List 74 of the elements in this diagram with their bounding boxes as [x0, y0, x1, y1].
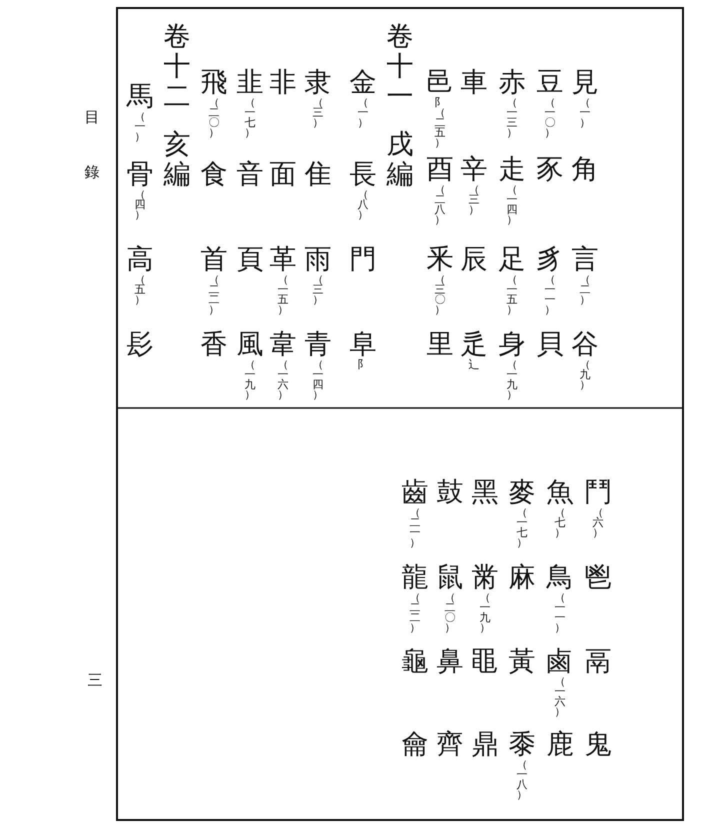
radical-entry: 齒（二一） — [401, 478, 429, 548]
radical-entry: 赤（一三） — [498, 68, 526, 138]
radical-entry: 里 — [426, 330, 454, 360]
radical-entry: 隶（三） — [304, 68, 332, 128]
radical-entry: 鼎 — [471, 730, 499, 760]
radical-entry: 邑阝（二五） — [426, 68, 454, 148]
radical-entry: 非 — [269, 68, 297, 98]
radical-entry: 辰 — [460, 245, 488, 275]
page-number: 三 — [87, 670, 103, 691]
radical-entry: 青（一四） — [304, 330, 332, 400]
radical-entry: 門 — [349, 245, 377, 275]
radical-entry: 釆（三〇） — [426, 245, 454, 315]
radical-entry: 骨（四） — [126, 160, 154, 220]
running-head: 目錄 — [84, 107, 100, 183]
radical-entry: 鳥（一一） — [546, 563, 574, 633]
radical-entry: 首（二二） — [200, 245, 228, 315]
radical-entry: 鼻 — [436, 647, 464, 677]
radical-entry: 角 — [571, 155, 599, 185]
radical-entry: 見（一） — [571, 68, 599, 128]
radical-entry: 雨（三） — [304, 245, 332, 305]
radical-entry: 豕 — [536, 155, 564, 185]
radical-entry: 食 — [200, 160, 228, 190]
radical-entry: 鼓 — [436, 478, 464, 508]
radical-entry: 麻 — [508, 563, 536, 593]
radical-entry: 黑 — [471, 478, 499, 508]
radical-entry: 隹 — [304, 160, 332, 190]
radical-entry: 頁 — [236, 245, 264, 275]
radical-entry: 革（一五） — [269, 245, 297, 315]
radical-entry: 黃 — [508, 647, 536, 677]
radical-entry: 辵辶 — [460, 330, 488, 370]
radical-entry: 鬲 — [584, 647, 612, 677]
radical-entry: 龠 — [401, 730, 429, 760]
radical-entry: 魚（七） — [546, 478, 574, 538]
radical-entry: 阜阝 — [349, 330, 377, 370]
radical-entry: 身（一九） — [498, 330, 526, 400]
radical-entry: 面 — [269, 160, 297, 190]
radical-entry: 辛（三） — [460, 155, 488, 215]
radical-entry: 風（一九） — [236, 330, 264, 400]
volume-heading: 戌編 — [386, 130, 414, 190]
radical-entry: 車 — [460, 68, 488, 98]
radical-entry: 黹（一九） — [471, 563, 499, 633]
radical-entry: 飛（二〇） — [200, 68, 228, 138]
volume-heading: 卷十一 — [386, 22, 414, 112]
radical-entry: 金（一） — [349, 68, 377, 128]
radical-entry: 酉（二八） — [426, 155, 454, 225]
volume-heading: 卷十二 — [163, 22, 191, 112]
radical-entry: 豆（一〇） — [536, 68, 564, 138]
radical-entry: 黽 — [471, 647, 499, 677]
radical-entry: 長（八） — [349, 160, 377, 220]
radical-entry: 言（二） — [571, 245, 599, 305]
radical-entry: 鬯 — [584, 563, 612, 593]
radical-entry: 鬼 — [584, 730, 612, 760]
radical-entry: 谷（九） — [571, 330, 599, 390]
radical-entry: 走（一四） — [498, 155, 526, 225]
radical-entry: 足（一五） — [498, 245, 526, 315]
radical-entry: 鹵（一六） — [546, 647, 574, 717]
radical-entry: 高（五） — [126, 245, 154, 305]
radical-entry: 鼠（二〇） — [436, 563, 464, 633]
radical-entry: 鹿 — [546, 730, 574, 760]
radical-entry: 齊 — [436, 730, 464, 760]
radical-entry: 馬（一） — [126, 82, 154, 142]
radical-entry: 香 — [200, 330, 228, 360]
volume-heading: 亥編 — [163, 130, 191, 190]
radical-entry: 黍（一八） — [508, 730, 536, 800]
radical-entry: 豸（一一） — [536, 245, 564, 315]
radical-entry: 龍（二二） — [401, 563, 429, 633]
radical-entry: 音 — [236, 160, 264, 190]
radical-entry: 貝 — [536, 330, 564, 360]
radical-entry: 髟 — [126, 330, 154, 360]
radical-entry: 鬥（六） — [584, 478, 612, 538]
radical-entry: 韭（一七） — [236, 68, 264, 138]
radical-entry: 韋（一六） — [269, 330, 297, 400]
radical-entry: 龜 — [401, 647, 429, 677]
radical-entry: 麥（一七） — [508, 478, 536, 548]
